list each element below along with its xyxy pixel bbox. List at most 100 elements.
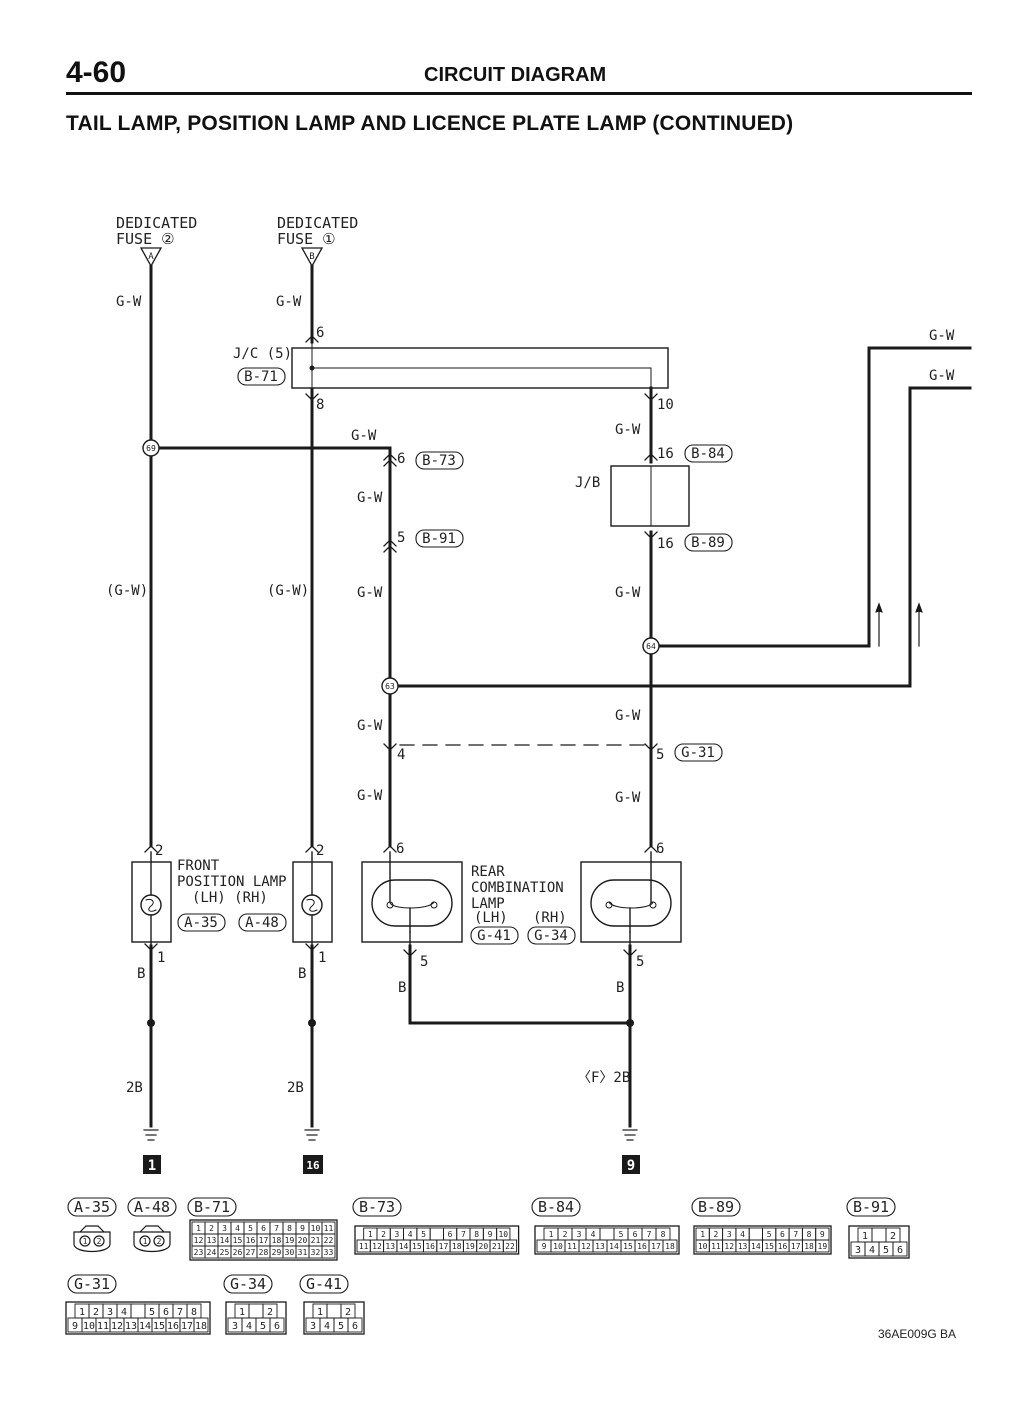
wire-label: G-W bbox=[357, 490, 383, 506]
legend-pin-number: 11 bbox=[567, 1242, 577, 1251]
legend-pin-cell bbox=[599, 1227, 615, 1241]
wire-label: B bbox=[137, 966, 145, 982]
junction-block-jc bbox=[291, 341, 669, 391]
wire-label: G-W bbox=[357, 585, 383, 601]
legend-pin-number: 6 bbox=[897, 1245, 903, 1256]
front-lamp-label: FRONT bbox=[177, 858, 220, 874]
rear-lamp-connector-rh: G-34 bbox=[534, 928, 568, 944]
front-lamp-connector-lh: A-35 bbox=[184, 915, 218, 931]
legend-pin-cell bbox=[347, 1317, 363, 1333]
legend-label-g41: G-41 bbox=[299, 1274, 349, 1294]
front-lamp-connector-rh: A-48 bbox=[245, 915, 279, 931]
legend-pin-number: 9 bbox=[488, 1230, 493, 1239]
rear-lamp-pin: 6 bbox=[656, 841, 664, 857]
front-lamp-pin: 2 bbox=[316, 843, 324, 859]
legend-pin-number: 3 bbox=[310, 1321, 316, 1332]
fuse-1-terminal bbox=[300, 247, 324, 268]
legend-pin-number: 6 bbox=[274, 1321, 280, 1332]
rear-lamp-connector-lh: G-41 bbox=[477, 928, 511, 944]
legend-pin-number: 1 bbox=[368, 1230, 373, 1239]
legend-pin-cell bbox=[130, 1303, 146, 1319]
svg-text:G-34: G-34 bbox=[230, 1275, 266, 1293]
legend-pin-number: 3 bbox=[727, 1230, 732, 1239]
legend-pin-number: 25 bbox=[220, 1248, 230, 1257]
legend-pin-number: 3 bbox=[107, 1307, 113, 1318]
svg-text:G-31: G-31 bbox=[74, 1275, 110, 1293]
legend-pin-number: 18 bbox=[804, 1242, 814, 1251]
svg-text:B-71: B-71 bbox=[194, 1198, 230, 1216]
svg-text:B-89: B-89 bbox=[698, 1198, 734, 1216]
jb-name: J/B bbox=[575, 475, 600, 491]
svg-text:9: 9 bbox=[627, 1158, 635, 1174]
legend-pin-number: 18 bbox=[452, 1242, 462, 1251]
legend-pin-number: 12 bbox=[581, 1242, 591, 1251]
legend-pin-number: 6 bbox=[261, 1224, 266, 1233]
wire-label: 2B bbox=[126, 1080, 143, 1096]
legend-pin-number: 11 bbox=[324, 1224, 334, 1233]
legend-pin-number: 5 bbox=[883, 1245, 889, 1256]
jc-pin: 8 bbox=[316, 397, 324, 413]
legend-pin-number: 10 bbox=[498, 1230, 508, 1239]
legend-pin-number: 17 bbox=[791, 1242, 801, 1251]
legend-pin-cell bbox=[815, 1239, 830, 1253]
legend-pin-number: 15 bbox=[153, 1321, 165, 1332]
legend-pin-number: 6 bbox=[448, 1230, 453, 1239]
legend-pin-number: 15 bbox=[623, 1242, 633, 1251]
ground-symbol-1 bbox=[143, 1129, 159, 1141]
legend-pin-number: 13 bbox=[738, 1242, 748, 1251]
legend-pin-number: 17 bbox=[651, 1242, 661, 1251]
legend-frame bbox=[189, 1219, 338, 1261]
diagram-title: TAIL LAMP, POSITION LAMP AND LICENCE PLA… bbox=[66, 112, 794, 135]
fuse-1-label-line2: FUSE ① bbox=[277, 230, 336, 248]
legend-pin-number: 10 bbox=[553, 1242, 563, 1251]
svg-text:1: 1 bbox=[83, 1237, 88, 1246]
legend-pin-number: 10 bbox=[83, 1321, 95, 1332]
wire-label: (G-W) bbox=[106, 583, 148, 599]
legend-frame bbox=[693, 1225, 832, 1255]
legend-pin-number: 5 bbox=[338, 1321, 344, 1332]
legend-pin-number: 7 bbox=[461, 1230, 466, 1239]
legend-pin-number: 6 bbox=[780, 1230, 785, 1239]
g31-connector: G-31 bbox=[681, 745, 715, 761]
svg-text:16: 16 bbox=[306, 1159, 320, 1172]
legend-pin-number: 2 bbox=[209, 1224, 214, 1233]
legend-pin-number: 4 bbox=[408, 1230, 413, 1239]
legend-pin-number: 14 bbox=[399, 1242, 409, 1251]
wire-label: G-W bbox=[929, 368, 955, 384]
legend-pin-number: 1 bbox=[196, 1224, 201, 1233]
legend-pin-number: 16 bbox=[246, 1236, 256, 1245]
legend-frame bbox=[303, 1301, 365, 1335]
legend-pin-number: 3 bbox=[394, 1230, 399, 1239]
jb-pin: 16 bbox=[657, 446, 674, 462]
legend-pin-number: 5 bbox=[260, 1321, 266, 1332]
legend-pin-number: 22 bbox=[324, 1236, 334, 1245]
wire-label: G-W bbox=[116, 294, 142, 310]
legend-pin-number: 12 bbox=[372, 1242, 382, 1251]
page-number: 4-60 bbox=[66, 56, 127, 89]
rear-lamp-label: (LH) (RH) bbox=[474, 910, 567, 926]
splice-64: 64 bbox=[642, 637, 660, 655]
legend-pin-number: 16 bbox=[425, 1242, 435, 1251]
legend-pin-number: 33 bbox=[324, 1248, 334, 1257]
legend-pin-number: 2 bbox=[714, 1230, 719, 1239]
legend-pin-number: 1 bbox=[79, 1307, 85, 1318]
legend-pin-number: 18 bbox=[272, 1236, 282, 1245]
legend-pin-number: 4 bbox=[121, 1307, 127, 1318]
legend-pin-number: 27 bbox=[246, 1248, 256, 1257]
legend-pin-number: 2 bbox=[890, 1231, 896, 1242]
legend-label-b84: B-84 bbox=[531, 1197, 581, 1217]
rear-combination-lamp-lh bbox=[361, 851, 463, 951]
legend-pin-cell bbox=[269, 1317, 285, 1333]
wire-label: B bbox=[398, 980, 406, 996]
legend-pin-number: 8 bbox=[287, 1224, 292, 1233]
legend-a35-face: 1 2 bbox=[73, 1225, 111, 1253]
legend-pin-number: 23 bbox=[194, 1248, 204, 1257]
legend-pin-number: 11 bbox=[359, 1242, 369, 1251]
legend-pin-number: 5 bbox=[767, 1230, 772, 1239]
svg-text:B-84: B-84 bbox=[538, 1198, 574, 1216]
